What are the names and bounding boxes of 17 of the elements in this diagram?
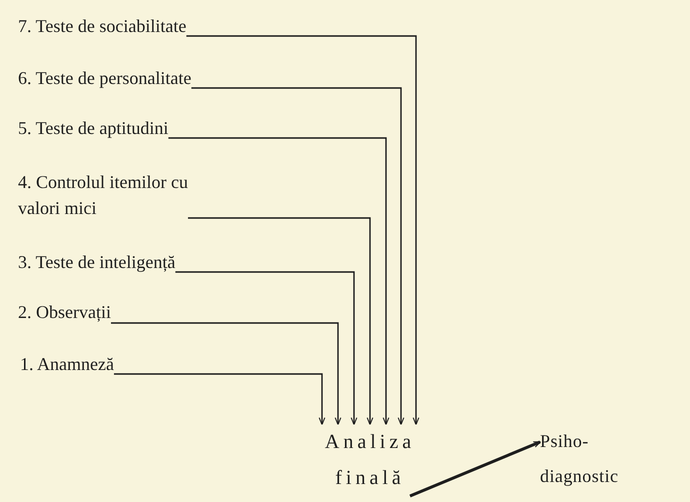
arrow: [175, 271, 358, 426]
arrow: [188, 217, 374, 426]
step-label: Analiza finală: [310, 424, 430, 496]
method-label: 3. Teste de inteligență: [18, 252, 176, 272]
method-label: 5. Teste de aptitudini: [18, 118, 168, 138]
method-label: 7. Teste de sociabilitate: [18, 16, 186, 36]
arrow: [110, 322, 342, 426]
method-label: 2. Observații: [18, 302, 111, 322]
arrow: [409, 440, 542, 498]
arrow: [186, 35, 420, 426]
method-label: 4. Controlul itemilor cu valori mici: [18, 172, 188, 218]
arrow: [114, 373, 326, 426]
method-label: 1. Anamneză: [20, 354, 114, 374]
arrow: [191, 87, 404, 426]
step-label: Psiho- diagnostic: [540, 424, 670, 494]
arrow: [168, 137, 390, 426]
method-label: 6. Teste de personalitate: [18, 68, 192, 88]
